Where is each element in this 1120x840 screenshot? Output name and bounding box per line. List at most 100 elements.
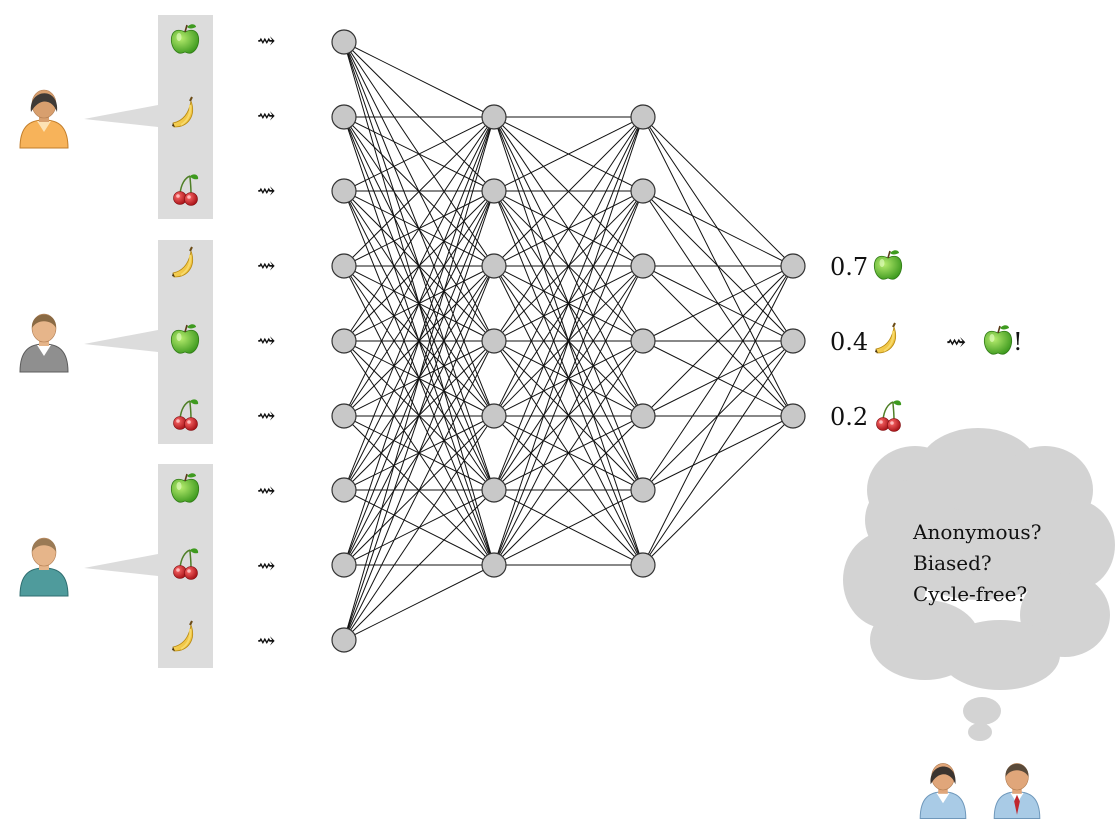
thought-bubble-dot xyxy=(963,697,1001,725)
output-score-banana: 0.4 xyxy=(830,328,868,356)
result-arrow: ⇝ xyxy=(946,328,966,356)
network-node xyxy=(331,403,357,429)
network-node xyxy=(331,29,357,55)
network-edge xyxy=(343,116,495,417)
observers xyxy=(919,763,1041,819)
input-arrow: ⇝ xyxy=(257,104,275,129)
network-edge xyxy=(343,116,495,641)
ballot-1-banana-icon xyxy=(172,96,193,128)
voter-3-avatar xyxy=(19,537,69,597)
winner-result: ⇝ ! xyxy=(946,325,1023,356)
voters xyxy=(19,89,69,597)
input-arrow: ⇝ xyxy=(257,404,275,429)
network-edge xyxy=(642,265,794,491)
ballot-3-apple-icon xyxy=(170,473,200,503)
network-node xyxy=(630,552,656,578)
thought-cloud: Anonymous? Biased? Cycle-free? xyxy=(843,428,1115,741)
input-arrow: ⇝ xyxy=(257,329,275,354)
network-node xyxy=(630,477,656,503)
output-cherry-icon xyxy=(876,400,902,432)
voter-1-avatar xyxy=(19,89,69,149)
output-score-cherry: 0.2 xyxy=(830,403,868,431)
network-node xyxy=(331,253,357,279)
output-scores: 0.7 0.4 0.2 xyxy=(830,250,903,432)
network-edge xyxy=(642,340,794,566)
network-node xyxy=(630,178,656,204)
network-edge xyxy=(343,116,495,192)
ballot-3-banana-icon xyxy=(172,620,193,652)
input-arrow: ⇝ xyxy=(257,254,275,279)
network-node xyxy=(331,477,357,503)
network-node xyxy=(331,627,357,653)
result-apple-icon xyxy=(983,325,1013,355)
ballot-1-cherry-icon xyxy=(173,174,199,206)
network-edge xyxy=(343,340,495,641)
thought-cloud-shape xyxy=(843,428,1115,741)
network-edge xyxy=(493,190,644,566)
network-node xyxy=(331,328,357,354)
network-node xyxy=(630,403,656,429)
result-fruit-icon xyxy=(983,325,1013,355)
input-arrow: ⇝ xyxy=(257,554,275,579)
network-edge xyxy=(343,116,495,491)
ballot-2-cherry-icon xyxy=(173,399,199,431)
network-edge xyxy=(343,116,495,267)
ballot-1-apple-icon xyxy=(170,24,200,54)
network-node xyxy=(630,253,656,279)
input-arrows: ⇝⇝⇝⇝⇝⇝⇝⇝⇝ xyxy=(257,29,275,654)
network-edge xyxy=(343,41,495,118)
network-node xyxy=(481,328,507,354)
ballot-3-cherry-icon xyxy=(173,548,199,580)
network-nodes xyxy=(331,29,806,653)
input-arrow: ⇝ xyxy=(257,29,275,54)
network-edge xyxy=(493,489,644,566)
ballot-panels xyxy=(84,15,213,668)
network-edge xyxy=(493,116,644,491)
network-edge xyxy=(493,265,644,566)
cloud-puff xyxy=(865,480,945,560)
network-edge xyxy=(493,340,644,566)
network-node xyxy=(331,552,357,578)
network-edge xyxy=(493,116,644,566)
output-score-apple: 0.7 xyxy=(830,253,868,281)
network-node xyxy=(481,477,507,503)
network-edge xyxy=(493,116,644,342)
network-node xyxy=(331,104,357,130)
network-edge xyxy=(343,489,495,641)
network-node xyxy=(780,328,806,354)
voter-2-avatar xyxy=(19,313,69,373)
thought-line-3: Cycle-free? xyxy=(913,582,1027,606)
network-node xyxy=(331,178,357,204)
network-node xyxy=(780,253,806,279)
network-edge xyxy=(642,415,794,566)
input-arrow: ⇝ xyxy=(257,479,275,504)
observer-1-avatar xyxy=(919,763,967,819)
ballot-2-banana-icon xyxy=(172,246,193,278)
network-node xyxy=(481,253,507,279)
network-edge xyxy=(343,564,495,641)
network-edge xyxy=(343,415,495,641)
input-arrow: ⇝ xyxy=(257,179,275,204)
network-node xyxy=(481,552,507,578)
network-node xyxy=(780,403,806,429)
network-edge xyxy=(642,116,794,267)
output-banana-icon xyxy=(875,322,896,354)
thought-line-2: Biased? xyxy=(913,551,992,575)
network-edge xyxy=(493,116,644,267)
network-node xyxy=(481,403,507,429)
network-edges xyxy=(343,41,794,641)
network-edge xyxy=(493,116,644,192)
network-edge xyxy=(343,116,495,566)
thought-line-1: Anonymous? xyxy=(912,520,1041,544)
cloud-puff xyxy=(1035,500,1115,590)
observer-2-avatar xyxy=(993,763,1041,819)
network-node xyxy=(481,104,507,130)
network-edge xyxy=(493,415,644,566)
result-suffix: ! xyxy=(1013,328,1023,356)
output-apple-icon xyxy=(873,250,903,280)
ballot-2-apple-icon xyxy=(170,324,200,354)
network-edge xyxy=(642,265,794,566)
ballot-pointer-2 xyxy=(84,330,158,352)
ballot-pointer-3 xyxy=(84,554,158,576)
